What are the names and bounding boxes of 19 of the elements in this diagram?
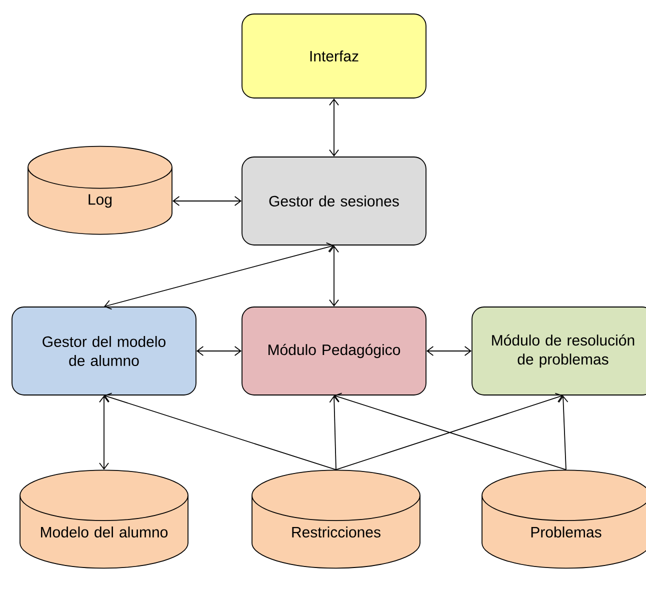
process-box: Gestor del modelo de alumno	[12, 306, 196, 396]
process-box: Gestor de sesiones	[242, 156, 426, 246]
arrow	[329, 395, 340, 470]
arrow	[426, 346, 472, 356]
process-box: Interfaz	[242, 14, 426, 98]
database-cylinder: Modelo del alumno	[20, 470, 188, 569]
arrow	[558, 395, 568, 470]
process-box: Módulo de resolución de problemas	[472, 306, 646, 396]
process-box: Módulo Pedagógico	[242, 306, 426, 396]
arrow	[196, 346, 242, 356]
arrow	[329, 98, 339, 157]
arrow	[329, 245, 339, 307]
arrow	[104, 392, 336, 470]
database-cylinder: Restricciones	[252, 470, 420, 569]
database-cylinder: Log	[28, 146, 172, 235]
database-cylinder: Problemas	[482, 470, 646, 569]
arrow	[99, 395, 109, 470]
arrow	[172, 196, 242, 206]
arrow	[104, 242, 334, 310]
